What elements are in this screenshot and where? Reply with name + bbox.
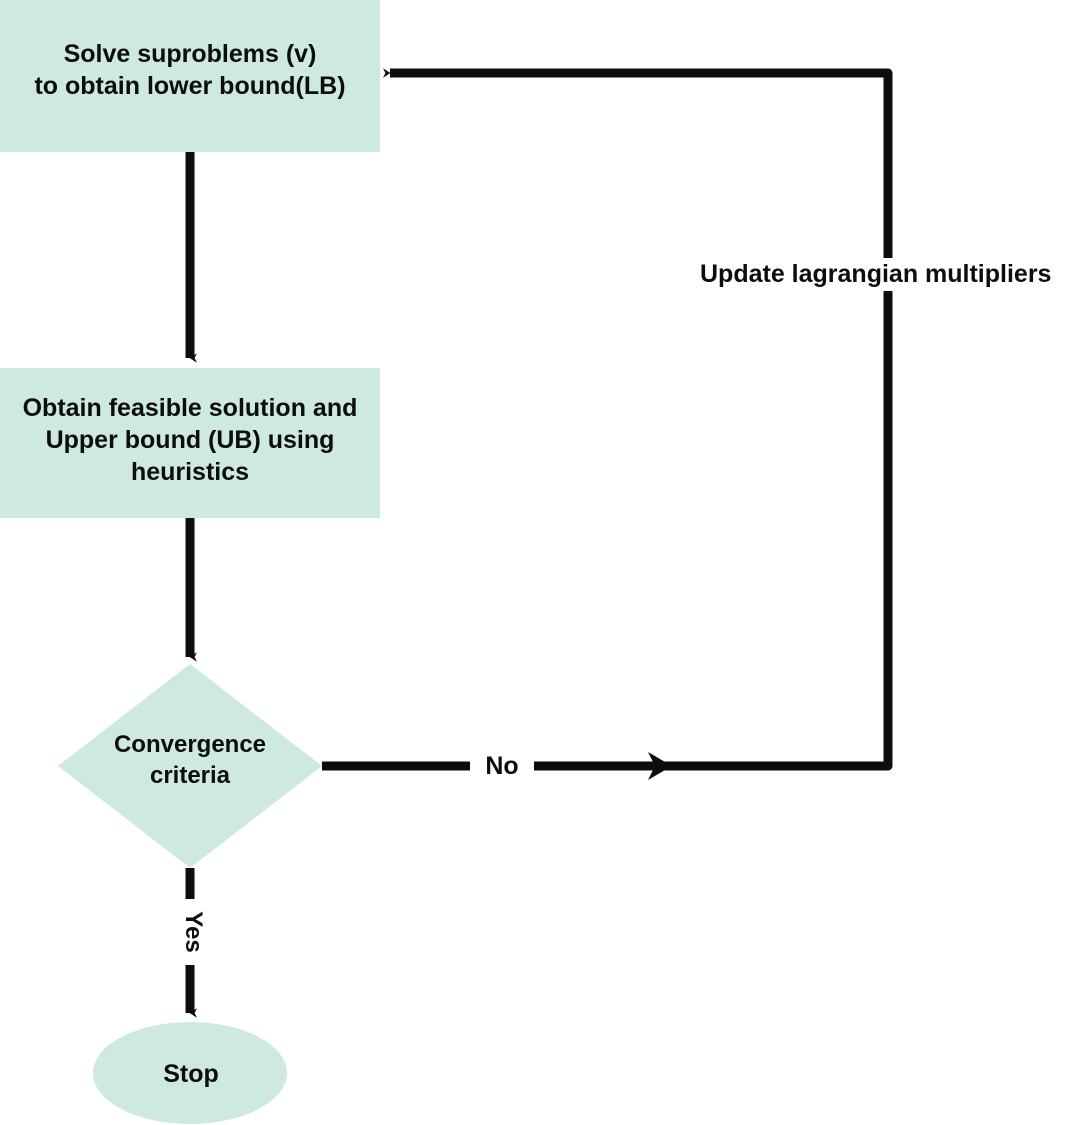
node-convergence-criteria <box>58 664 322 868</box>
edge-label-yes: Yes <box>179 899 207 965</box>
node-obtain-feasible <box>0 368 380 518</box>
edge-label-no: No <box>470 752 534 781</box>
node-solve-subproblems <box>0 0 380 152</box>
edge-no-branch-arrowhead-icon <box>648 752 672 780</box>
edge-convergence-to-solve-feedback <box>322 68 893 771</box>
annotation-update-lagrangian-multipliers: Update lagrangian multipliers <box>700 258 1052 291</box>
node-stop <box>93 1022 287 1124</box>
